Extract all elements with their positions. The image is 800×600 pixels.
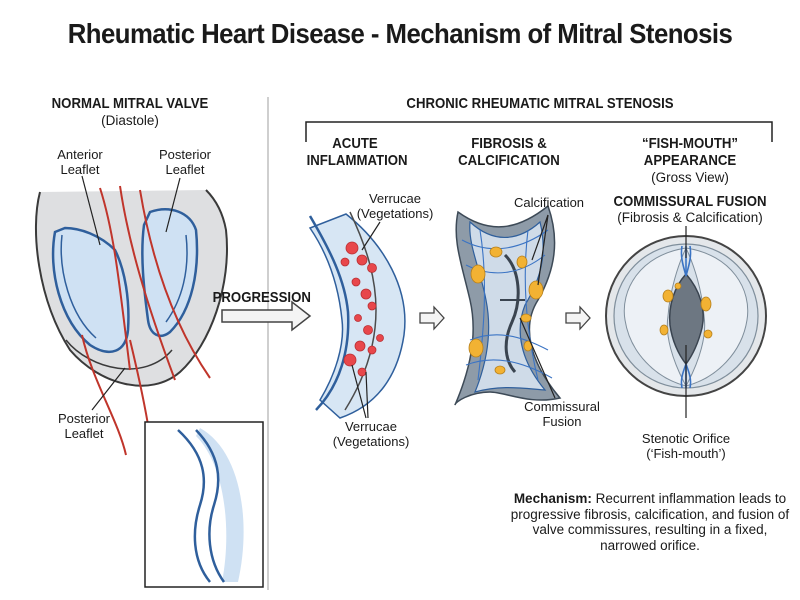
fibrosis-calcification-drawing: [454, 204, 562, 406]
mechanism-note: Mechanism: Recurrent inflammation leads …: [508, 491, 792, 553]
anterior-leaflet-label: Anterior Leaflet: [57, 147, 103, 177]
verrucae-label-top: Verrucae (Vegetations): [356, 191, 434, 221]
stenotic-orifice-label: Stenotic Orifice (‘Fish-mouth’): [641, 431, 731, 461]
fish-mouth-subheading: (Gross View): [651, 170, 729, 185]
posterior-leaflet-label-bottom: Posterior Leaflet: [57, 411, 111, 441]
posterior-leaflet-label-top: Posterior Leaflet: [158, 147, 212, 177]
fish-mouth-heading: “FISH-MOUTH” APPEARANCE: [641, 135, 739, 169]
commissural-fusion-subheading: (Fibrosis & Calcification): [617, 210, 763, 225]
verrucae-label-bottom: Verrucae (Vegetations): [332, 419, 410, 449]
acute-inflammation-heading: ACUTE INFLAMMATION: [306, 135, 408, 169]
calcification-label: Calcification: [513, 195, 585, 210]
acute-inflammation-drawing: [308, 211, 406, 419]
commissural-fusion-heading: COMMISSURAL FUSION: [613, 193, 767, 210]
progression-arrow: [221, 300, 312, 332]
normal-valve-drawing: [34, 175, 228, 456]
chronic-bracket: [305, 121, 773, 142]
stage-arrow-1: [419, 305, 445, 331]
mechanism-label: Mechanism:: [513, 491, 592, 506]
page-title: Rheumatic Heart Disease - Mechanism of M…: [67, 18, 733, 49]
fibrosis-heading: FIBROSIS & CALCIFICATION: [458, 135, 560, 169]
stage-arrow-2: [565, 305, 591, 331]
chronic-heading: CHRONIC RHEUMATIC MITRAL STENOSIS: [406, 95, 674, 112]
normal-valve-heading: NORMAL MITRAL VALVE: [51, 95, 209, 112]
progression-label: PROGRESSION: [212, 289, 311, 306]
commissural-fusion-label: Commissural Fusion: [524, 399, 600, 429]
normal-valve-inset: [144, 421, 264, 588]
mechanism-text: Recurrent inflammation leads to progress…: [510, 491, 790, 553]
normal-valve-subheading: (Diastole): [101, 113, 159, 128]
fish-mouth-drawing: [605, 226, 767, 418]
